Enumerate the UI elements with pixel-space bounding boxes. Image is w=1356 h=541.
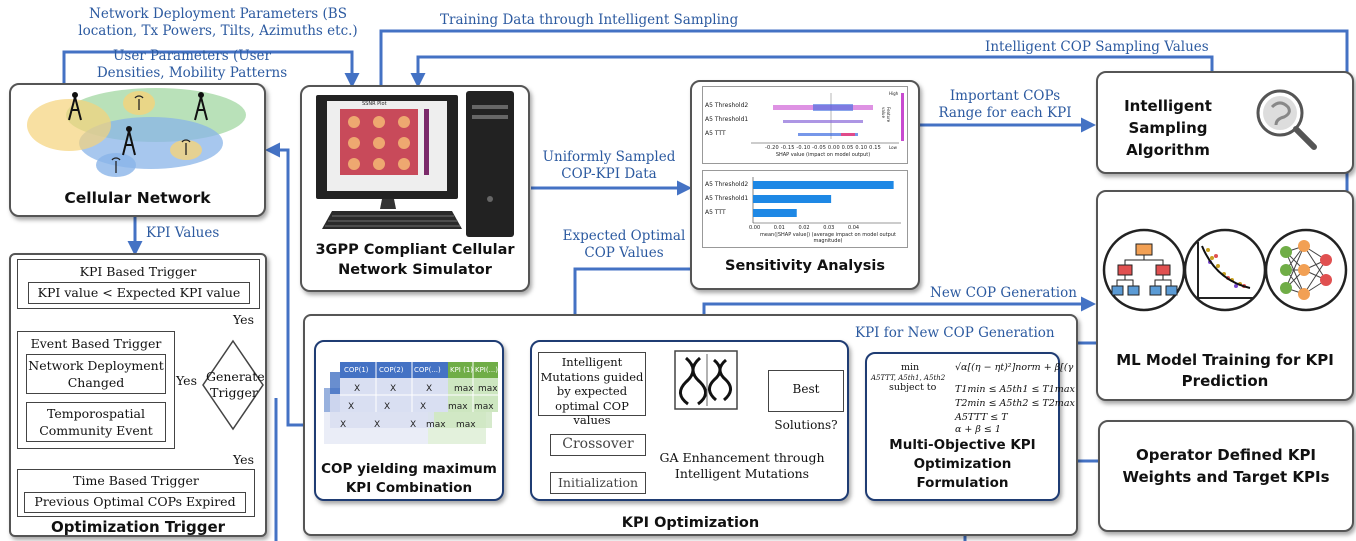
temporospatial-box: Temporospatial Community Event <box>26 402 166 442</box>
shap-beeswarm-plot <box>751 93 904 144</box>
simulator-box: SSNR Plot 3GPP Compliant Cellular Networ… <box>300 85 530 292</box>
neural-network-icon <box>1280 240 1332 300</box>
shap-bar <box>753 209 797 217</box>
ga-box: Intelligent Mutations guided by expected… <box>530 340 849 501</box>
simulator-title-2: Network Simulator <box>338 262 492 278</box>
kpi-header-1: KPI (1) <box>450 366 474 374</box>
event-trigger-title: Event Based Trigger <box>30 336 162 351</box>
optimization-trigger-title: Optimization Trigger <box>50 518 226 536</box>
kpi-trigger-box: KPI Based Trigger KPI value < Expected K… <box>17 259 260 309</box>
computer-icon <box>316 91 514 237</box>
arrow-intelligent-cop <box>410 55 1214 88</box>
kpi-new-cop-label: KPI for New COP Generation <box>855 325 1055 341</box>
cop-result-title: COP yielding maximum KPI Combination <box>321 461 497 496</box>
yes-label-1: Yes <box>233 312 254 327</box>
operator-box: Operator Defined KPI Weights and Target … <box>1098 420 1354 532</box>
shap-top-xlabel: SHAP value (impact on model output) <box>775 152 871 158</box>
shap-bar <box>753 181 894 189</box>
shap-color-high: High <box>889 91 899 96</box>
network-changed-box: Network Deployment Changed <box>26 354 166 394</box>
uniform-label: Uniformly Sampled COP-KPI Data <box>542 149 676 182</box>
cellular-network-illustration <box>27 88 246 177</box>
brain-search-icon <box>1256 89 1317 150</box>
cellular-network-box: Cellular Network <box>9 83 266 217</box>
shap-top-ticks: -0.20 -0.15 -0.10 -0.05 0.00 0.05 0.10 0… <box>764 145 882 151</box>
optimization-trigger-box: KPI Based Trigger KPI value < Expected K… <box>9 253 267 537</box>
ml-training-box: ML Model Training for KPI Prediction <box>1096 190 1354 401</box>
important-cops-label: Important COPs Range for each KPI <box>938 88 1072 121</box>
bar-feature-3: A5 TTT <box>705 209 726 216</box>
shap-color-low: Low <box>889 145 897 150</box>
sensitivity-title: Sensitivity Analysis <box>725 258 885 274</box>
bar-xlabel: mean(|SHAP value|) (average impact on mo… <box>760 232 896 244</box>
shap-feature-3: A5 TTT <box>705 130 726 137</box>
cop-header-2: COP(2) <box>379 366 404 374</box>
time-trigger-title: Time Based Trigger <box>73 473 199 488</box>
shap-color-axis: Feature value <box>881 107 891 123</box>
cop-result-box: COP(1) COP(2) COP(...) KPI (1) KPI(...) … <box>314 340 504 501</box>
kpi-trigger-title: KPI Based Trigger <box>79 264 197 279</box>
yes-label-3: Yes <box>233 452 254 467</box>
dna-icon <box>674 350 738 410</box>
shap-beeswarm-panel: A5 Threshold2 A5 Threshold1 A5 TTT High … <box>702 86 908 164</box>
regression-icon <box>1197 242 1254 299</box>
shap-feature-1: A5 Threshold2 <box>705 102 749 109</box>
ga-label: GA Enhancement through Intelligent Mutat… <box>659 450 825 481</box>
bar-ticks: 0.00 0.01 0.02 0.03 0.04 <box>749 225 860 231</box>
tower-icon <box>68 92 208 156</box>
generate-trigger-label: Generate Trigger <box>206 369 265 400</box>
mutations-box: Intelligent Mutations guided by expected… <box>538 352 646 427</box>
network-params-label: Network Deployment Parameters (BS locati… <box>78 6 358 39</box>
generate-trigger-diamond <box>202 339 264 431</box>
ml-training-title: ML Model Training for KPI Prediction <box>1116 351 1334 390</box>
simulator-title-1: 3GPP Compliant Cellular <box>315 242 515 258</box>
yes-label-2: Yes <box>176 373 197 388</box>
moo-title: Multi-Objective KPI Optimization Formula… <box>889 437 1036 491</box>
cop-kpi-table <box>324 362 498 444</box>
arrow-feedback <box>265 142 314 427</box>
kpi-values-label: KPI Values <box>146 225 220 241</box>
cop-header-1: COP(1) <box>344 366 369 374</box>
kpi-optimization-title: KPI Optimization <box>621 515 760 531</box>
best-solutions-box: Best Solutions? <box>768 370 844 432</box>
cellular-network-title: Cellular Network <box>64 189 211 207</box>
intelligent-cop-label: Intelligent COP Sampling Values <box>985 39 1209 55</box>
cop-header-3: COP(...) <box>414 366 441 374</box>
crossover-box: Crossover <box>550 434 646 456</box>
kpi-condition-box: KPI value < Expected KPI value <box>28 282 250 304</box>
intelligent-sampling-title: Intelligent Sampling Algorithm <box>1124 97 1212 159</box>
moo-box: min A5TTT, A5th1, A5th2 √α[(η − ηt)²]nor… <box>865 352 1075 501</box>
bar-feature-2: A5 Threshold1 <box>705 195 749 202</box>
arrow-network-params <box>62 50 360 88</box>
intelligent-sampling-box: Intelligent Sampling Algorithm <box>1096 71 1354 174</box>
training-data-label: Training Data through Intelligent Sampli… <box>440 12 739 28</box>
expected-optimal-label: Expected Optimal COP Values <box>562 228 686 261</box>
time-condition-box: Previous Optimal COPs Expired <box>24 492 246 513</box>
simulator-screen-title: SSNR Plot <box>362 101 387 107</box>
new-cop-label: New COP Generation <box>930 285 1077 301</box>
decision-tree-icon <box>1111 243 1178 296</box>
event-trigger-box: Event Based Trigger Network Deployment C… <box>17 331 175 449</box>
initialization-box: Initialization <box>550 472 646 494</box>
sensitivity-box: A5 Threshold2 A5 Threshold1 A5 TTT High … <box>690 80 920 290</box>
bar-feature-1: A5 Threshold2 <box>705 181 749 188</box>
shap-feature-2: A5 Threshold1 <box>705 116 749 123</box>
kpi-header-2: KPI(...) <box>475 366 499 374</box>
shap-bar-panel: A5 Threshold2 A5 Threshold1 A5 TTT 0.00 … <box>702 170 908 248</box>
ml-models-icons <box>1102 228 1348 312</box>
shap-bar-plot <box>752 177 901 224</box>
time-trigger-box: Time Based Trigger Previous Optimal COPs… <box>17 469 255 517</box>
shap-bar <box>753 195 832 203</box>
operator-title: Operator Defined KPI Weights and Target … <box>1122 446 1330 486</box>
